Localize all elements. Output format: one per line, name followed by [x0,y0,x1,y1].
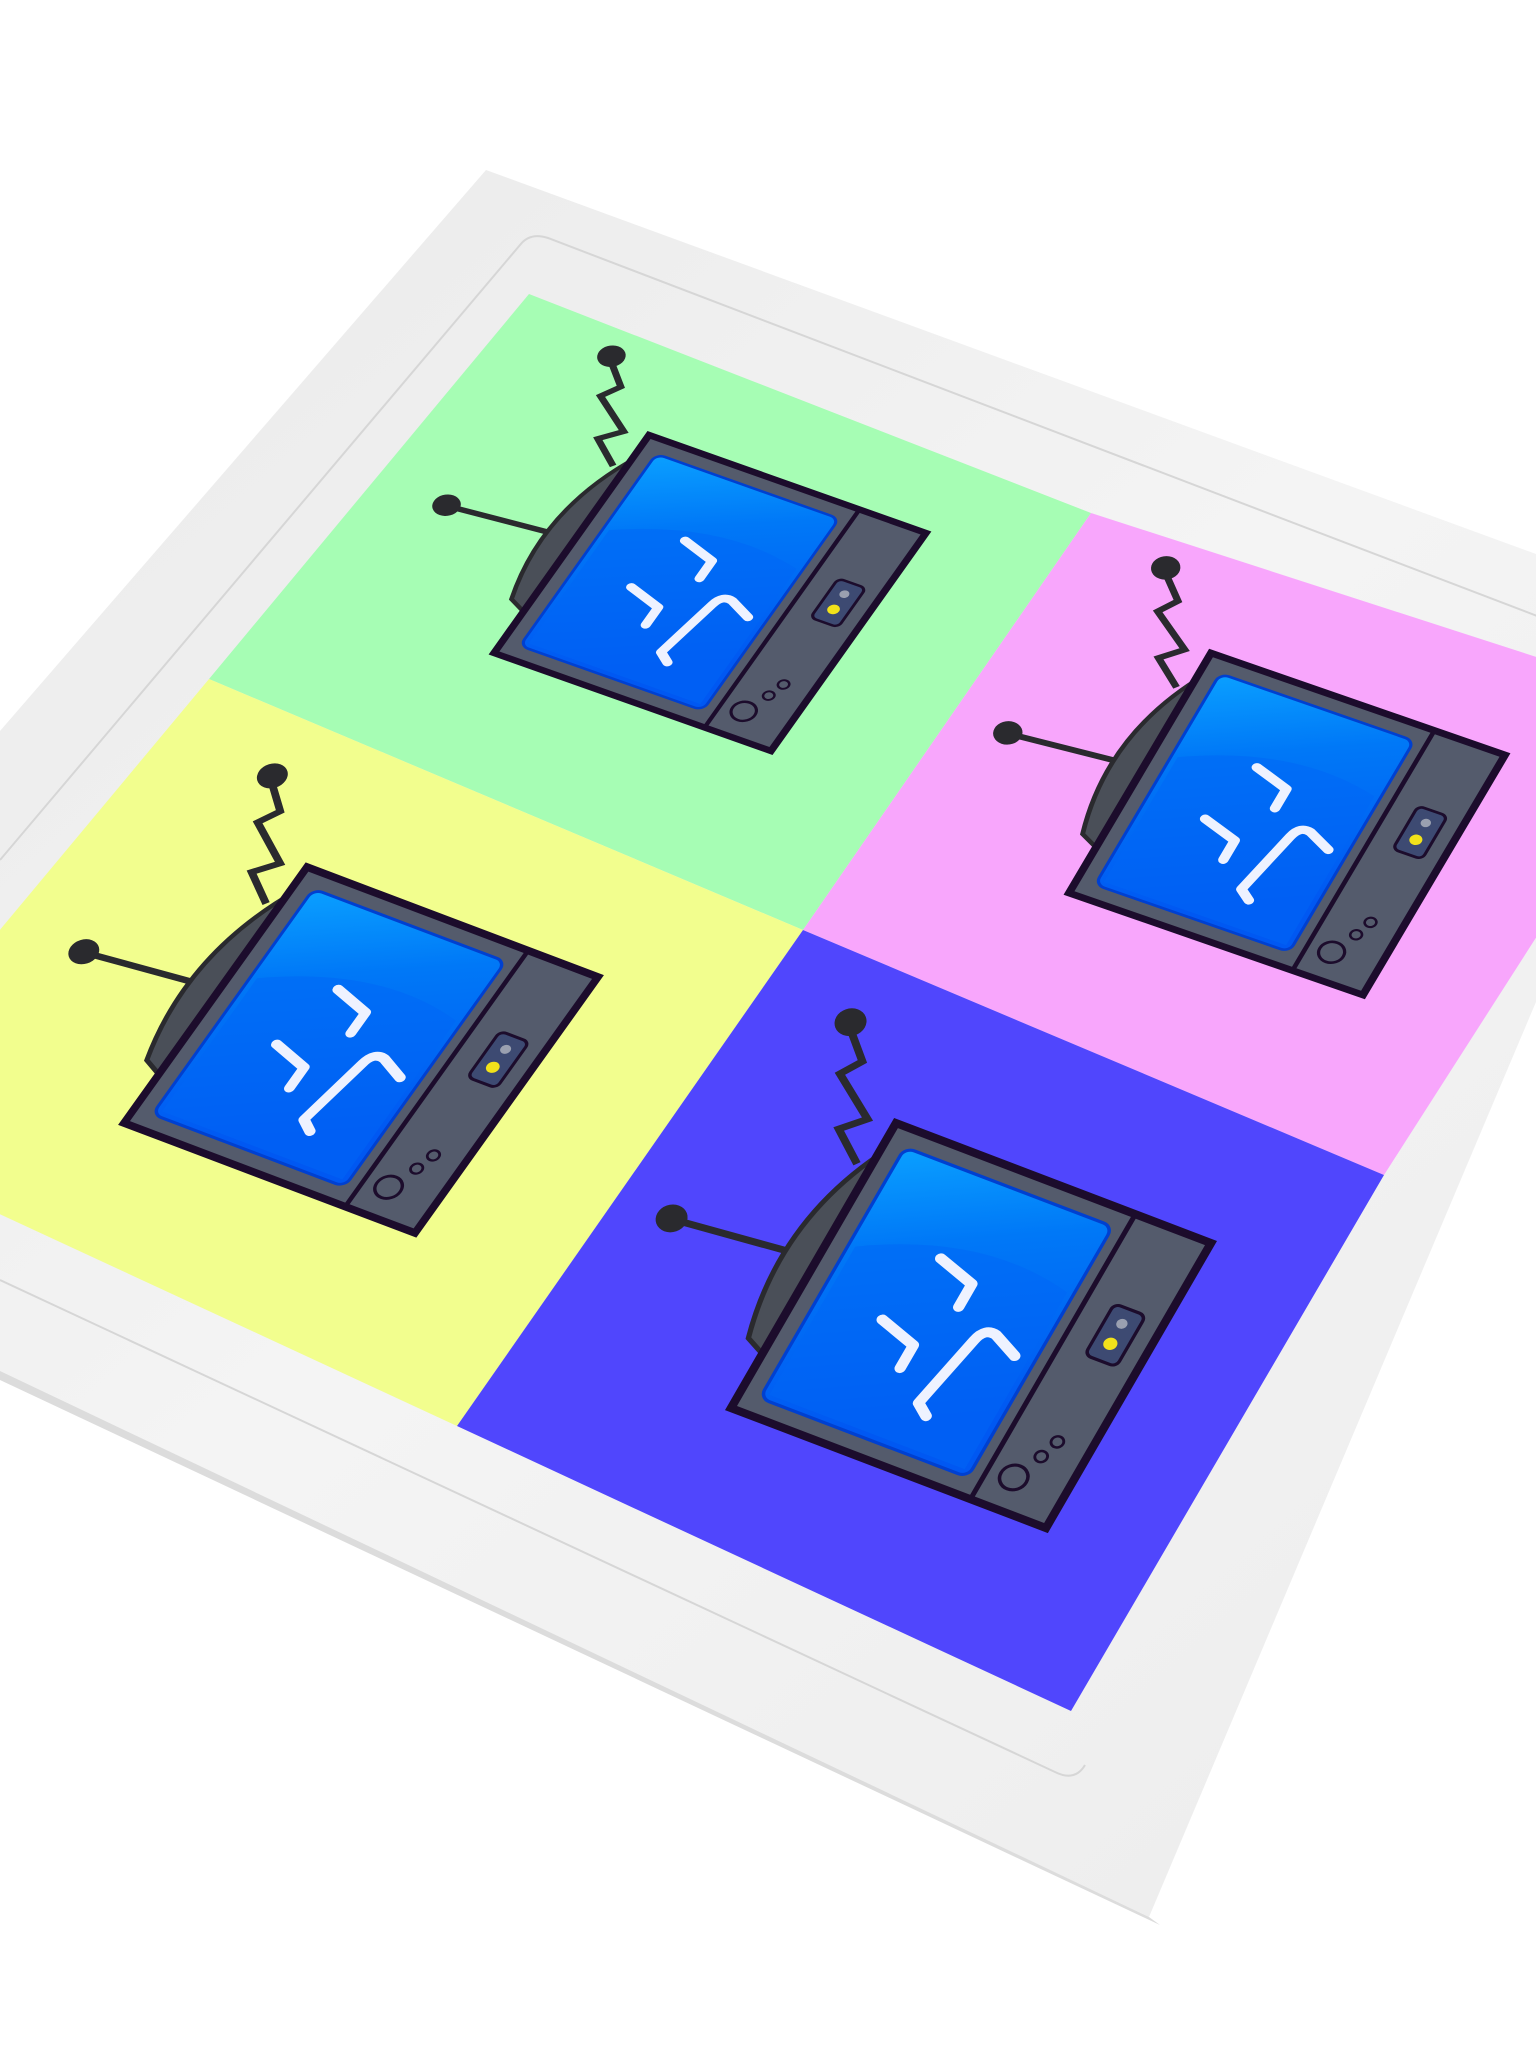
sticker-paper-shadow [0,1371,1160,1925]
sticker-cut-line [0,235,1536,1777]
